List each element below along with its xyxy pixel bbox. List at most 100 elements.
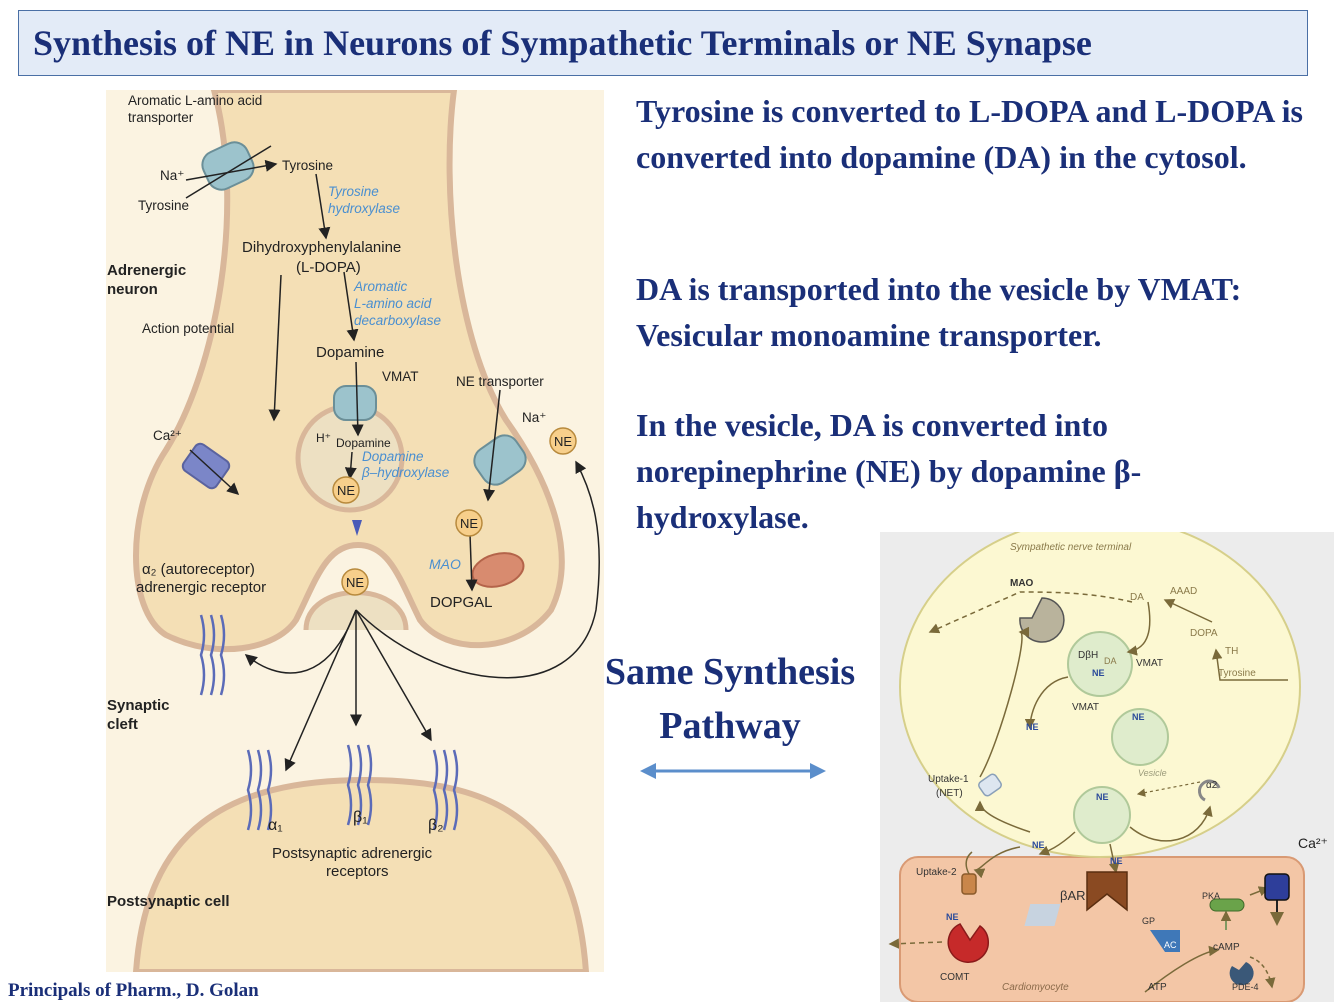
alpha2-receptor-icon — [1197, 779, 1221, 802]
right-sympathetic-diagram: Sympathetic nerve terminal MAO DA AAAD D… — [880, 532, 1334, 1002]
aaad-label: AAAD — [1170, 586, 1197, 597]
uptake2-transporter-icon — [961, 873, 977, 895]
beta1-receptor-icon — [346, 744, 373, 826]
beta-ar-label: βAR — [1060, 888, 1086, 903]
dbh-line2: β–hydroxylase — [361, 465, 449, 480]
postsynaptic-label-line1: Postsynaptic adrenergic — [272, 845, 433, 862]
alpha1-label: α₁ — [268, 817, 283, 834]
paragraph-cytosol: Tyrosine is converted to L-DOPA and L-DO… — [636, 93, 1303, 175]
vesicle-label: Vesicle — [1138, 768, 1167, 778]
presynaptic-neuron — [133, 90, 565, 653]
same-pathway-line1: Same Synthesis — [604, 651, 856, 693]
camp-label: cAMP — [1213, 942, 1240, 953]
uptake1-transporter-icon — [978, 773, 1002, 797]
ac-label: AC — [1164, 940, 1177, 950]
right-tyrosine-label: Tyrosine — [1218, 668, 1256, 679]
beta2-label: β₂ — [428, 817, 443, 834]
comt-label: COMT — [940, 972, 969, 983]
tyrosine-label-outside: Tyrosine — [138, 198, 189, 213]
aadc-line1: Aromatic — [353, 279, 408, 294]
beta1-label: β₁ — [353, 809, 368, 826]
vmat1-label: VMAT — [1136, 658, 1163, 669]
vmat2-label: VMAT — [1072, 702, 1099, 713]
ne-label-cleft: NE — [554, 434, 572, 449]
dopa-label: DOPA — [1190, 628, 1218, 639]
right-ne-label-7: NE — [946, 912, 959, 922]
th-label: TH — [1225, 646, 1238, 657]
mitochondrion-icon — [471, 552, 525, 588]
uptake2-label: Uptake-2 — [916, 867, 957, 878]
sodium-label: Na⁺ — [160, 168, 184, 183]
atp-label: ATP — [1148, 982, 1167, 993]
calcium-label: Ca²⁺ — [153, 428, 182, 443]
pka-icon — [1209, 898, 1245, 912]
ne-molecule-icon: NE — [332, 476, 360, 504]
vesicle-release — [1073, 786, 1131, 844]
adrenergic-neuron-line2: neuron — [107, 281, 158, 298]
ne-label-vesicle: NE — [337, 483, 355, 498]
dbh-label: DβH — [1078, 650, 1098, 661]
ne-label-cytosol: NE — [460, 516, 478, 531]
right-ne-label-5: NE — [1032, 840, 1045, 850]
page-title: Synthesis of NE in Neurons of Sympatheti… — [33, 23, 1092, 63]
paragraph-vmat: DA is transported into the vesicle by VM… — [636, 271, 1242, 353]
adenylyl-cyclase-icon — [1150, 930, 1180, 952]
pde4-icon — [1229, 962, 1254, 986]
gp-label: GP — [1142, 916, 1155, 926]
dopamine-vesicle-label: Dopamine — [336, 436, 391, 450]
dopamine-label: Dopamine — [316, 344, 384, 361]
ne-label-release: NE — [346, 575, 364, 590]
right-da-inner-label: DA — [1104, 656, 1117, 666]
double-arrow-icon — [640, 763, 826, 779]
right-ne-label-1: NE — [1092, 668, 1105, 678]
pde4-label: PDE-4 — [1232, 982, 1259, 992]
alpha2-receptor-icon — [199, 614, 226, 696]
ne-transporter-label: NE transporter — [456, 374, 544, 389]
mao-label: MAO — [429, 556, 461, 572]
paragraph-vesicle: In the vesicle, DA is converted into nor… — [636, 407, 1142, 535]
terminal-label: Sympathetic nerve terminal — [1010, 542, 1132, 553]
calcium-channel-icon — [1264, 873, 1290, 901]
title-banner: Synthesis of NE in Neurons of Sympatheti… — [18, 10, 1308, 76]
amino-acid-transporter-icon — [185, 141, 278, 199]
release-arrow-icon — [352, 520, 362, 536]
pka-label: PKA — [1202, 891, 1220, 901]
right-ne-label-6: NE — [1110, 856, 1123, 866]
right-mao-label: MAO — [1010, 578, 1034, 589]
ldopa-label-line1: Dihydroxyphenylalanine — [242, 239, 401, 256]
left-synapse-diagram: NE NE NE NE Aromatic L-amino acid transp… — [106, 90, 604, 972]
alpha2-label-line2: adrenergic receptor — [136, 579, 266, 596]
aadc-line3: decarboxylase — [354, 313, 441, 328]
vesicle-synthesis — [1067, 631, 1133, 697]
source-credit: Principals of Pharm., D. Golan — [8, 980, 259, 1001]
aadc-line2: L-amino acid — [354, 296, 432, 311]
action-potential-label: Action potential — [142, 321, 234, 336]
ne-molecule-icon: NE — [341, 568, 369, 596]
transporter-label-line1: Aromatic L-amino acid — [128, 93, 262, 108]
tyrosine-label-inside: Tyrosine — [282, 158, 333, 173]
transporter-label-line2: transporter — [128, 110, 194, 125]
dopgal-label: DOPGAL — [430, 594, 493, 611]
alpha2-label-line1: α₂ (autoreceptor) — [142, 561, 255, 578]
comt-icon — [947, 923, 990, 963]
gprotein-icon — [1024, 904, 1061, 926]
sodium-label-2: Na⁺ — [522, 410, 546, 425]
synaptic-cleft-line1: Synaptic — [107, 697, 170, 714]
same-pathway-label: Same Synthesis Pathway — [590, 645, 870, 753]
vmat-label: VMAT — [382, 369, 419, 384]
ne-molecule-icon: NE — [549, 427, 577, 455]
uptake1-label-line1: Uptake-1 — [928, 774, 969, 785]
beta2-receptor-icon — [432, 749, 459, 831]
postsynaptic-cell-label: Postsynaptic cell — [107, 893, 230, 910]
same-pathway-line2: Pathway — [659, 705, 801, 747]
tyrosine-hydroxylase-line1: Tyrosine — [328, 184, 379, 199]
dbh-line1: Dopamine — [362, 449, 424, 464]
calcium-channel-icon — [181, 442, 240, 496]
vesicle-storage — [1111, 708, 1169, 766]
right-alpha2-label: α2 — [1206, 780, 1218, 791]
adrenergic-neuron-line1: Adrenergic — [107, 262, 186, 279]
tyrosine-hydroxylase-line2: hydroxylase — [328, 201, 400, 216]
postsynaptic-label-line2: receptors — [326, 863, 389, 880]
right-ne-label-4: NE — [1026, 722, 1039, 732]
vmat-transporter-icon — [333, 385, 377, 421]
